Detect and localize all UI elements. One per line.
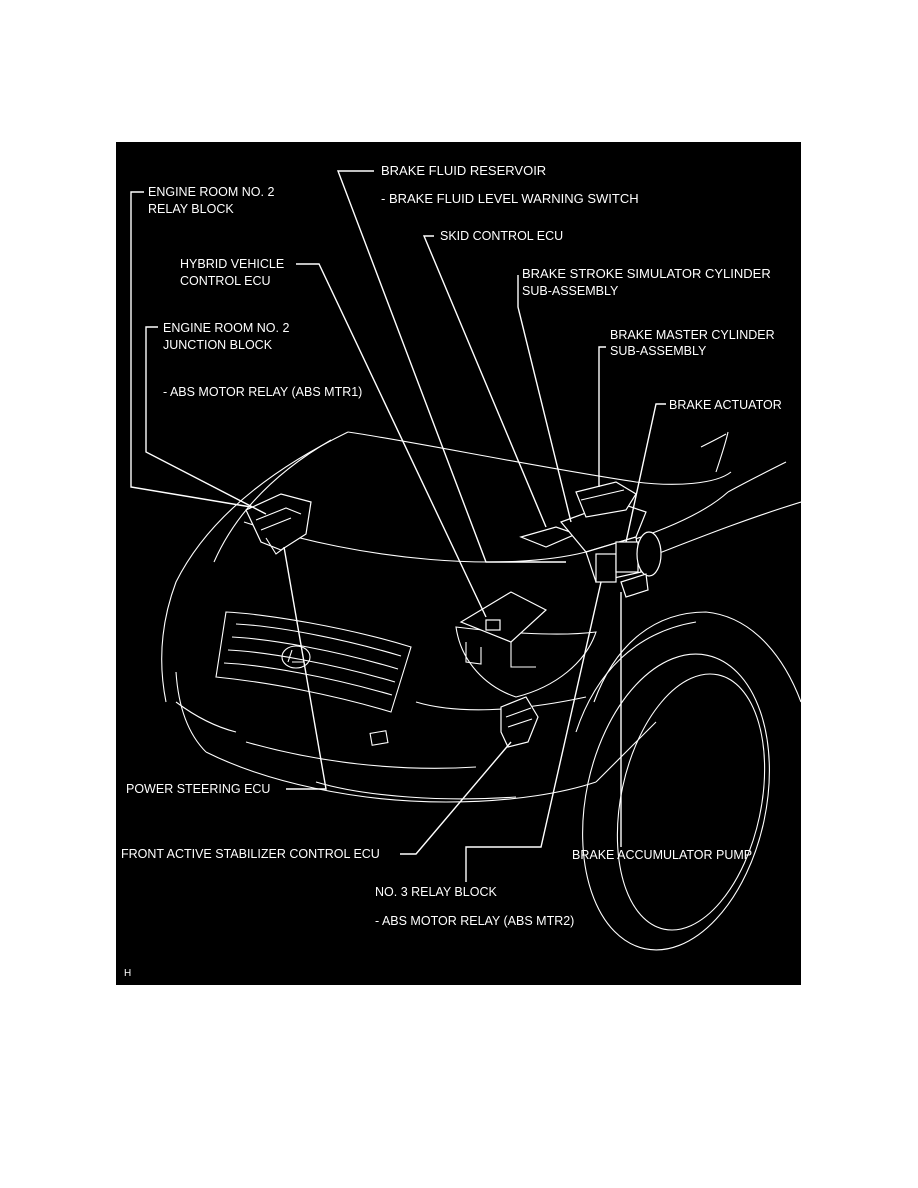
label-stroke-simulator-line2: SUB-ASSEMBLY	[522, 284, 619, 298]
diagram-canvas: BRAKE FLUID RESERVOIR - BRAKE FLUID LEVE…	[121, 163, 801, 979]
label-hybrid-ecu-line1: HYBRID VEHICLE	[180, 257, 284, 271]
label-hybrid-ecu-line2: CONTROL ECU	[180, 274, 271, 288]
hybrid-vehicle-control-ecu	[459, 591, 548, 668]
label-brake-fluid-reservoir: BRAKE FLUID RESERVOIR	[381, 163, 546, 178]
label-master-cylinder-line2: SUB-ASSEMBLY	[610, 344, 707, 358]
front-active-stabilizer-ecu	[500, 696, 539, 748]
callout-labels: BRAKE FLUID RESERVOIR - BRAKE FLUID LEVE…	[121, 163, 782, 979]
label-engine-room-relay-block-line1: ENGINE ROOM NO. 2	[148, 185, 274, 199]
label-engine-room-junction-line1: ENGINE ROOM NO. 2	[163, 321, 289, 335]
label-no3-relay-block: NO. 3 RELAY BLOCK	[375, 885, 497, 899]
component-location-figure: BRAKE FLUID RESERVOIR - BRAKE FLUID LEVE…	[116, 142, 801, 985]
leader-lines	[130, 170, 666, 882]
label-brake-actuator: BRAKE ACTUATOR	[669, 398, 782, 412]
brake-actuator-assembly	[519, 481, 662, 598]
label-skid-control-ecu: SKID CONTROL ECU	[440, 229, 563, 243]
label-front-active-stabilizer-ecu: FRONT ACTIVE STABILIZER CONTROL ECU	[121, 847, 380, 861]
engine-room-relay-block	[245, 493, 312, 555]
label-abs-motor-relay-1: - ABS MOTOR RELAY (ABS MTR1)	[163, 385, 362, 399]
label-engine-room-junction-line2: JUNCTION BLOCK	[163, 338, 273, 352]
label-master-cylinder-line1: BRAKE MASTER CYLINDER	[610, 328, 775, 342]
label-stroke-simulator-line1: BRAKE STROKE SIMULATOR CYLINDER	[522, 266, 771, 281]
label-abs-motor-relay-2: - ABS MOTOR RELAY (ABS MTR2)	[375, 914, 574, 928]
label-engine-room-relay-block-line2: RELAY BLOCK	[148, 202, 234, 216]
vehicle-outline	[161, 431, 801, 951]
label-brake-accumulator-pump: BRAKE ACCUMULATOR PUMP	[572, 848, 752, 862]
label-power-steering-ecu: POWER STEERING ECU	[126, 782, 270, 796]
label-brake-fluid-level-switch: - BRAKE FLUID LEVEL WARNING SWITCH	[381, 191, 639, 206]
corner-mark: H	[124, 968, 131, 979]
